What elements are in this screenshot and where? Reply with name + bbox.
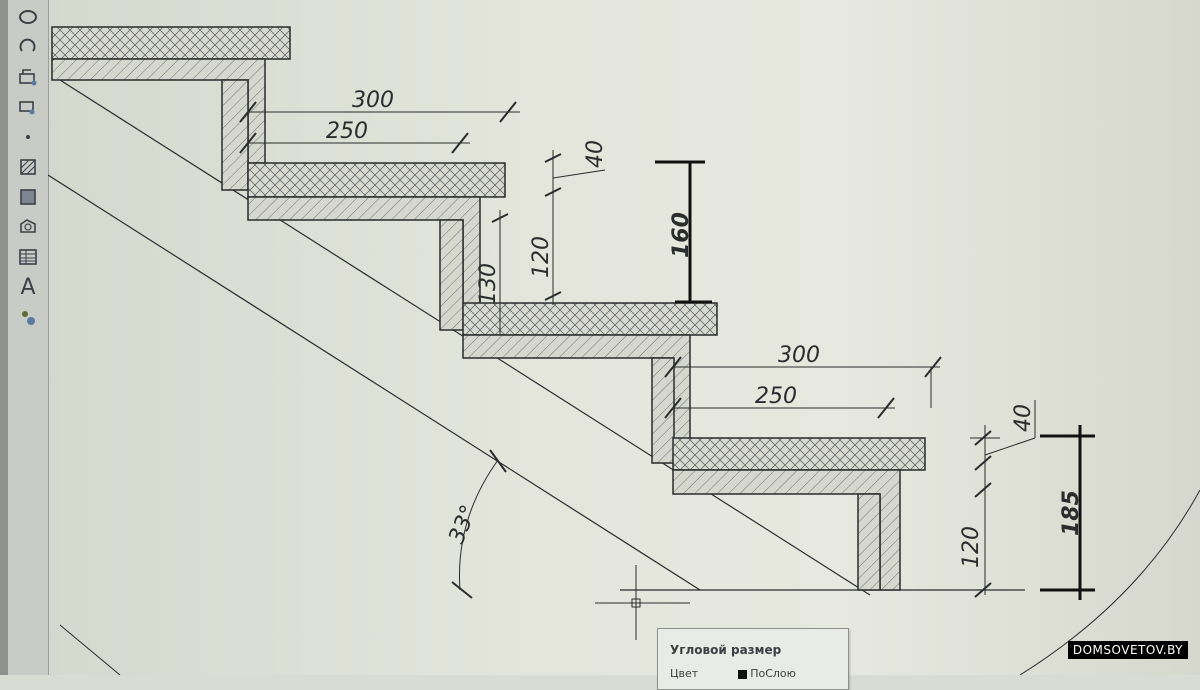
ellipse-tool[interactable] [14,4,42,30]
dim-lower-250-label: 250 [755,384,797,409]
riser-board-4 [857,493,881,591]
riser-board-2 [439,219,464,331]
cursor-crosshair [595,565,690,640]
dim-lower-40-label: 40 [1011,404,1036,432]
tread-4 [672,437,926,471]
dim-upper-300-label: 300 [352,88,394,113]
dim-upper-130-label: 130 [476,263,501,305]
block-insert-icon [19,69,37,86]
gradient-icon [20,189,36,205]
ellipse-icon [19,10,37,24]
stringer-bottom-line [48,174,701,591]
dim-angle-label: 33° [444,502,482,548]
region-icon [20,219,36,233]
point-icon [26,135,30,139]
color-swatch [738,669,748,679]
text-tool[interactable]: A [14,274,42,300]
make-block-tool[interactable] [14,94,42,120]
stringer-lower-line [59,624,121,675]
dimension-upper-130[interactable] [491,210,509,335]
tread-3 [462,302,718,336]
properties-tooltip: Угловой размер Цвет ПоСлою [657,628,849,690]
hatch-icon [20,159,36,175]
dimension-lower-300[interactable] [664,356,942,408]
tooltip-row-label: Цвет [670,667,699,680]
dimension-upper-160[interactable] [655,160,712,304]
tooltip-row-value: ПоСлою [750,667,796,680]
dimension-upper-300[interactable] [239,101,520,123]
dim-upper-40-label: 40 [583,140,608,168]
table-tool[interactable] [14,244,42,270]
dim-upper-120-label: 120 [529,236,554,278]
block-insert-tool[interactable] [14,64,42,90]
dimension-lower-250[interactable] [664,397,895,419]
add-selected-icon [22,311,35,325]
make-block-icon [19,101,35,115]
dimension-angle[interactable] [451,449,507,599]
region-tool[interactable] [14,214,42,240]
tread-2 [247,162,506,198]
dimension-upper-250[interactable] [239,132,470,154]
dimension-upper-40[interactable] [544,150,606,305]
dim-lower-120-label: 120 [959,526,984,568]
dim-upper-250-label: 250 [326,119,368,144]
dim-upper-160-label: 160 [669,212,694,258]
window-frame [0,0,8,675]
draw-toolbar: A [8,0,49,675]
arc-icon [19,38,36,52]
text-icon: A [20,274,36,300]
tooltip-title: Угловой размер [670,643,782,657]
arc-tool[interactable] [14,34,42,60]
top-tread [51,26,291,60]
dimension-lower-185[interactable] [1040,425,1095,600]
dim-lower-300-label: 300 [778,343,820,368]
top-riser-board [221,79,249,191]
dimension-lower-40[interactable] [970,400,1036,598]
watermark: DOMSOVETOV.BY [1067,641,1188,659]
point-tool[interactable] [14,124,42,150]
hatch-tool[interactable] [14,154,42,180]
dim-lower-185-label: 185 [1059,490,1084,536]
background-arc [1019,489,1200,675]
gradient-tool[interactable] [14,184,42,210]
tooltip-color-row: Цвет ПоСлою [670,667,796,680]
add-selected-tool[interactable] [14,304,42,330]
riser-board-3 [651,357,675,464]
table-icon [19,249,37,265]
stair-drawing[interactable]: 300 250 40 120 130 160 [48,0,1200,675]
